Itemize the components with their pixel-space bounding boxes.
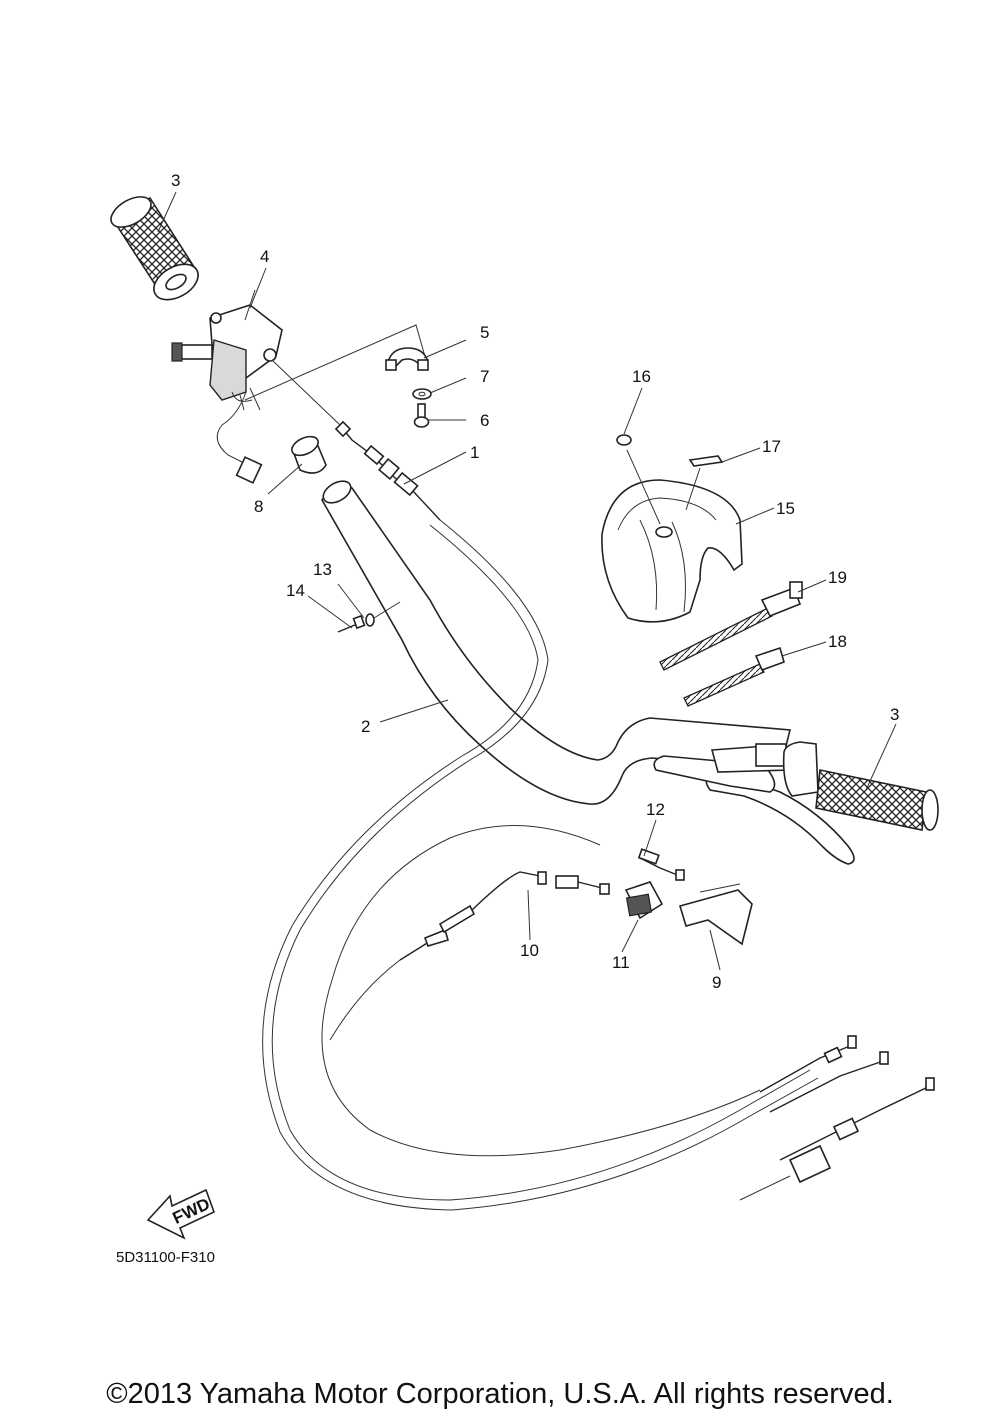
- callout-17: 17: [762, 437, 781, 456]
- blind-plug: [616, 434, 632, 446]
- fwd-arrow: FWD: [146, 1188, 216, 1240]
- callout-13: 13: [313, 560, 332, 579]
- callout-5: 5: [480, 323, 489, 342]
- cover-label: [688, 455, 724, 467]
- callout-3-right: 3: [890, 705, 899, 724]
- washer: [412, 388, 432, 400]
- callout-19: 19: [828, 568, 847, 587]
- callout-12: 12: [646, 800, 665, 819]
- handlebar-cover: [601, 479, 743, 623]
- clamp: [385, 347, 429, 371]
- callout-1: 1: [470, 443, 479, 462]
- collar: [291, 435, 327, 474]
- throttle-cable-2: [329, 871, 610, 1041]
- cable-tie-long: [659, 581, 803, 671]
- diagram-code: 5D31100-F310: [116, 1249, 215, 1266]
- callout-2: 2: [361, 717, 370, 736]
- cable-tie-short: [683, 646, 785, 707]
- callout-3-left: 3: [171, 171, 180, 190]
- throttle-housing: [171, 289, 283, 484]
- callout-15: 15: [776, 499, 795, 518]
- callout-6: 6: [480, 411, 489, 430]
- callouts: 3 4 5 7 6 1 8 13 14 2 16 17 15 19 18 3 1…: [171, 171, 899, 992]
- left-grip: [110, 196, 199, 301]
- callout-9: 9: [712, 973, 721, 992]
- handlebar: [321, 480, 792, 805]
- clutch-cable: [321, 825, 761, 1157]
- callout-16: 16: [632, 367, 651, 386]
- pin-bolt: [337, 601, 401, 633]
- screw: [413, 403, 430, 428]
- copyright-notice: ©2013 Yamaha Motor Corporation, U.S.A. A…: [106, 1378, 894, 1410]
- leader-lines: [157, 191, 897, 971]
- callout-14: 14: [286, 581, 305, 600]
- cable-ends: [739, 1035, 935, 1201]
- callout-7: 7: [480, 367, 489, 386]
- cable-adjuster: [624, 881, 664, 920]
- lever-cover: [678, 883, 753, 946]
- right-grip: [815, 769, 939, 831]
- callout-8: 8: [254, 497, 263, 516]
- callout-11: 11: [612, 953, 630, 972]
- throttle-cable: [262, 420, 819, 1211]
- right-lever-assembly: [653, 741, 855, 865]
- callout-4: 4: [260, 247, 269, 266]
- callout-10: 10: [520, 941, 539, 960]
- callout-18: 18: [828, 632, 847, 651]
